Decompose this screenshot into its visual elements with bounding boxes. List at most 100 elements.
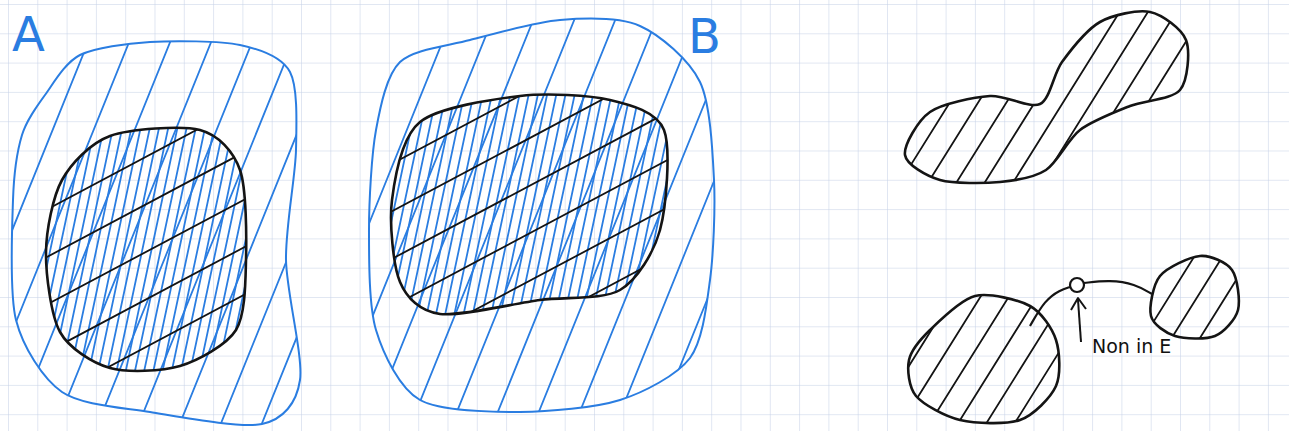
hatch-line <box>470 0 673 431</box>
hatch-line <box>291 94 477 431</box>
hatching <box>805 0 1275 330</box>
hatch-line <box>0 55 27 379</box>
hatching <box>279 0 762 425</box>
hatch-line <box>255 80 441 431</box>
hatching <box>309 0 738 422</box>
hatch-line <box>918 263 1031 431</box>
hatching <box>836 212 1111 431</box>
hatch-line <box>327 0 404 351</box>
hatch-line <box>279 0 604 129</box>
hatch-line <box>55 75 124 399</box>
hatch-line <box>309 0 386 347</box>
hatch-line <box>662 61 739 422</box>
hatch-line <box>653 59 730 420</box>
hatch-line <box>29 70 98 394</box>
arrow-head <box>1071 298 1086 310</box>
hatch-line <box>846 0 1031 178</box>
hatch-line <box>258 118 327 431</box>
hatch-line <box>60 285 352 431</box>
hatch-line <box>600 48 677 409</box>
hatch-line <box>205 107 274 431</box>
hatching <box>0 25 352 431</box>
hatch-line <box>214 109 283 431</box>
set-letter: A <box>12 10 45 58</box>
hatching <box>0 53 335 431</box>
hatch-line <box>836 212 949 392</box>
hatch-line <box>417 215 742 388</box>
hatch-line <box>318 0 395 349</box>
hatch-line <box>437 252 762 425</box>
hatch-line <box>0 62 234 217</box>
hatch-line <box>867 0 1052 191</box>
set-region: A <box>4 6 306 430</box>
hatch-line <box>41 248 333 403</box>
hatch-line <box>635 56 712 417</box>
set-outline <box>369 19 714 412</box>
hatch-line <box>338 67 663 240</box>
hatch-line <box>805 0 990 152</box>
joining-curve <box>1030 287 1070 326</box>
hatching <box>0 0 477 431</box>
hatch-line <box>897 250 1010 430</box>
hatch-line <box>135 92 204 416</box>
hatch-line <box>0 53 19 377</box>
hatch-line <box>1050 10 1235 305</box>
hatch-line <box>249 116 318 431</box>
joining-curve <box>1084 281 1152 294</box>
hatch-line <box>968 0 1153 254</box>
set-region: B <box>362 6 730 426</box>
hatch-line <box>0 58 45 382</box>
hatch-line <box>267 120 336 431</box>
set-blob <box>905 11 1188 183</box>
hatch-line <box>231 113 300 431</box>
hatch-line <box>999 313 1112 431</box>
hatch-line <box>938 275 1051 431</box>
hatch-line <box>64 77 133 401</box>
hatch-line <box>1009 0 1194 280</box>
region-outline <box>4 6 306 430</box>
set-blob <box>1150 256 1238 339</box>
hatch-line <box>189 0 392 366</box>
hatching <box>189 0 885 431</box>
hatch-line <box>298 0 623 166</box>
hatch-line <box>152 96 221 420</box>
hatch-line <box>294 0 497 409</box>
hatch-line <box>1090 35 1275 330</box>
set-blob <box>46 128 246 371</box>
hatch-line <box>377 141 702 314</box>
hatch-line <box>0 99 254 254</box>
hatch-line <box>259 0 462 394</box>
hatch-line <box>397 178 722 351</box>
hatch-line <box>1120 214 1193 331</box>
hatch-line <box>150 37 336 431</box>
hatch-line <box>0 60 54 384</box>
hatch-line <box>185 51 371 431</box>
hatch-line <box>365 0 568 431</box>
hatch-line <box>47 73 116 397</box>
missing-point <box>1070 278 1084 292</box>
hatch-line <box>400 0 603 431</box>
set-outline <box>12 41 301 425</box>
hatch-line <box>857 224 970 404</box>
pointer-arrow <box>1078 300 1081 342</box>
hatch-line <box>1181 252 1254 369</box>
hatch-line <box>0 57 36 381</box>
hatch-line <box>11 66 80 390</box>
hatch-line <box>1099 201 1172 318</box>
hatch-line <box>0 137 274 292</box>
hatch-line <box>506 0 709 431</box>
hatch-line <box>609 50 686 411</box>
set-letter: B <box>688 12 721 60</box>
hatch-line <box>224 0 427 380</box>
hatch-line <box>358 104 683 277</box>
hatch-line <box>330 0 533 423</box>
hatch-line <box>21 211 313 366</box>
hatch-line <box>117 88 186 412</box>
hatch-line <box>0 62 63 386</box>
note-label: Non in E <box>1092 336 1171 357</box>
set-blob <box>391 95 667 315</box>
